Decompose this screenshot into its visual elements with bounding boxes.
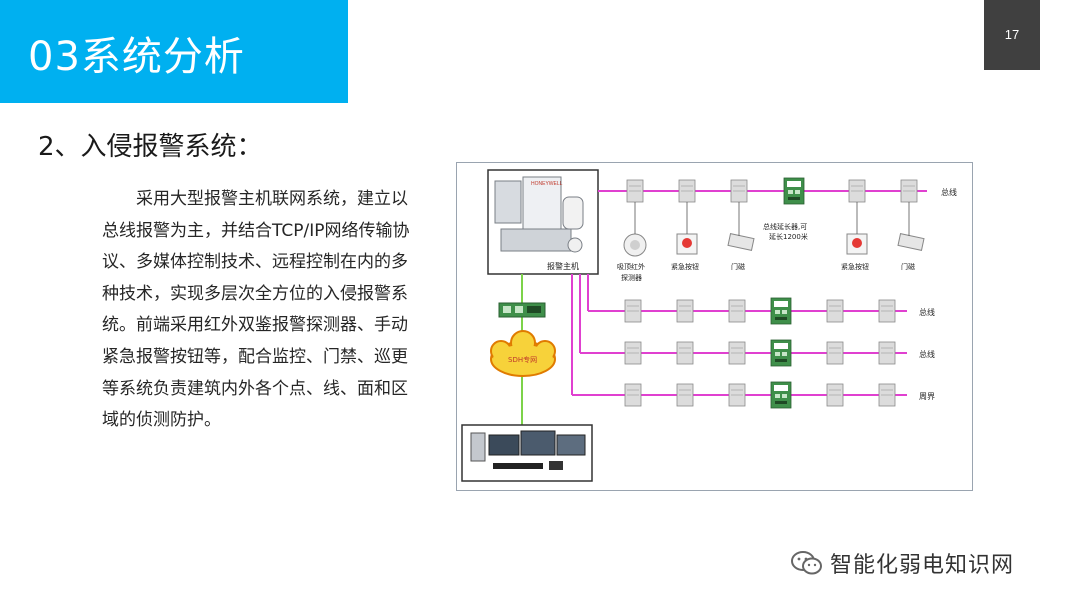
wechat-icon [790, 548, 824, 578]
section-heading: 2、入侵报警系统： [38, 126, 263, 163]
host-label: 报警主机 [547, 261, 579, 271]
network-cloud-icon [491, 331, 555, 376]
section-body: 采用大型报警主机联网系统，建立以总线报警为主，并结合TCP/IP网络传输协议、多… [102, 184, 414, 437]
emergency-button-label-2: 紧急按钮 [841, 262, 869, 271]
cloud-label: SDH专网 [508, 355, 537, 364]
page-title: 03系统分析 [28, 24, 245, 82]
page-number: 17 [984, 27, 1040, 42]
emergency-button-label-1: 紧急按钮 [671, 262, 699, 271]
page-number-badge: 17 [984, 0, 1040, 70]
host-brand: HONEYWELL [531, 181, 563, 187]
door-magnet-icon [728, 234, 754, 251]
detector-label: 吸顶红外探测器 [617, 262, 645, 282]
door-magnet-label-1: 门磁 [731, 262, 745, 271]
extender-label: 总线延长器,可延长1200米 [763, 222, 808, 241]
diagram-svg: HONEYWELL 报警主机 总线 吸顶红外探测器 紧急按钮 门磁 总线延长器,… [457, 163, 972, 490]
bus-label-4: 周界 [919, 392, 935, 401]
door-magnet-icon-2 [898, 234, 924, 251]
intrusion-alarm-diagram: HONEYWELL 报警主机 总线 吸顶红外探测器 紧急按钮 门磁 总线延长器,… [456, 162, 973, 491]
title-bar: 03系统分析 [0, 0, 348, 103]
bus-label-top: 总线 [941, 187, 957, 197]
watermark-text: 智能化弱电知识网 [830, 547, 1014, 579]
door-magnet-label-2: 门磁 [901, 262, 915, 271]
bus-label-2: 总线 [919, 307, 935, 317]
bus-label-3: 总线 [919, 349, 935, 359]
watermark: 智能化弱电知识网 [790, 546, 1014, 580]
